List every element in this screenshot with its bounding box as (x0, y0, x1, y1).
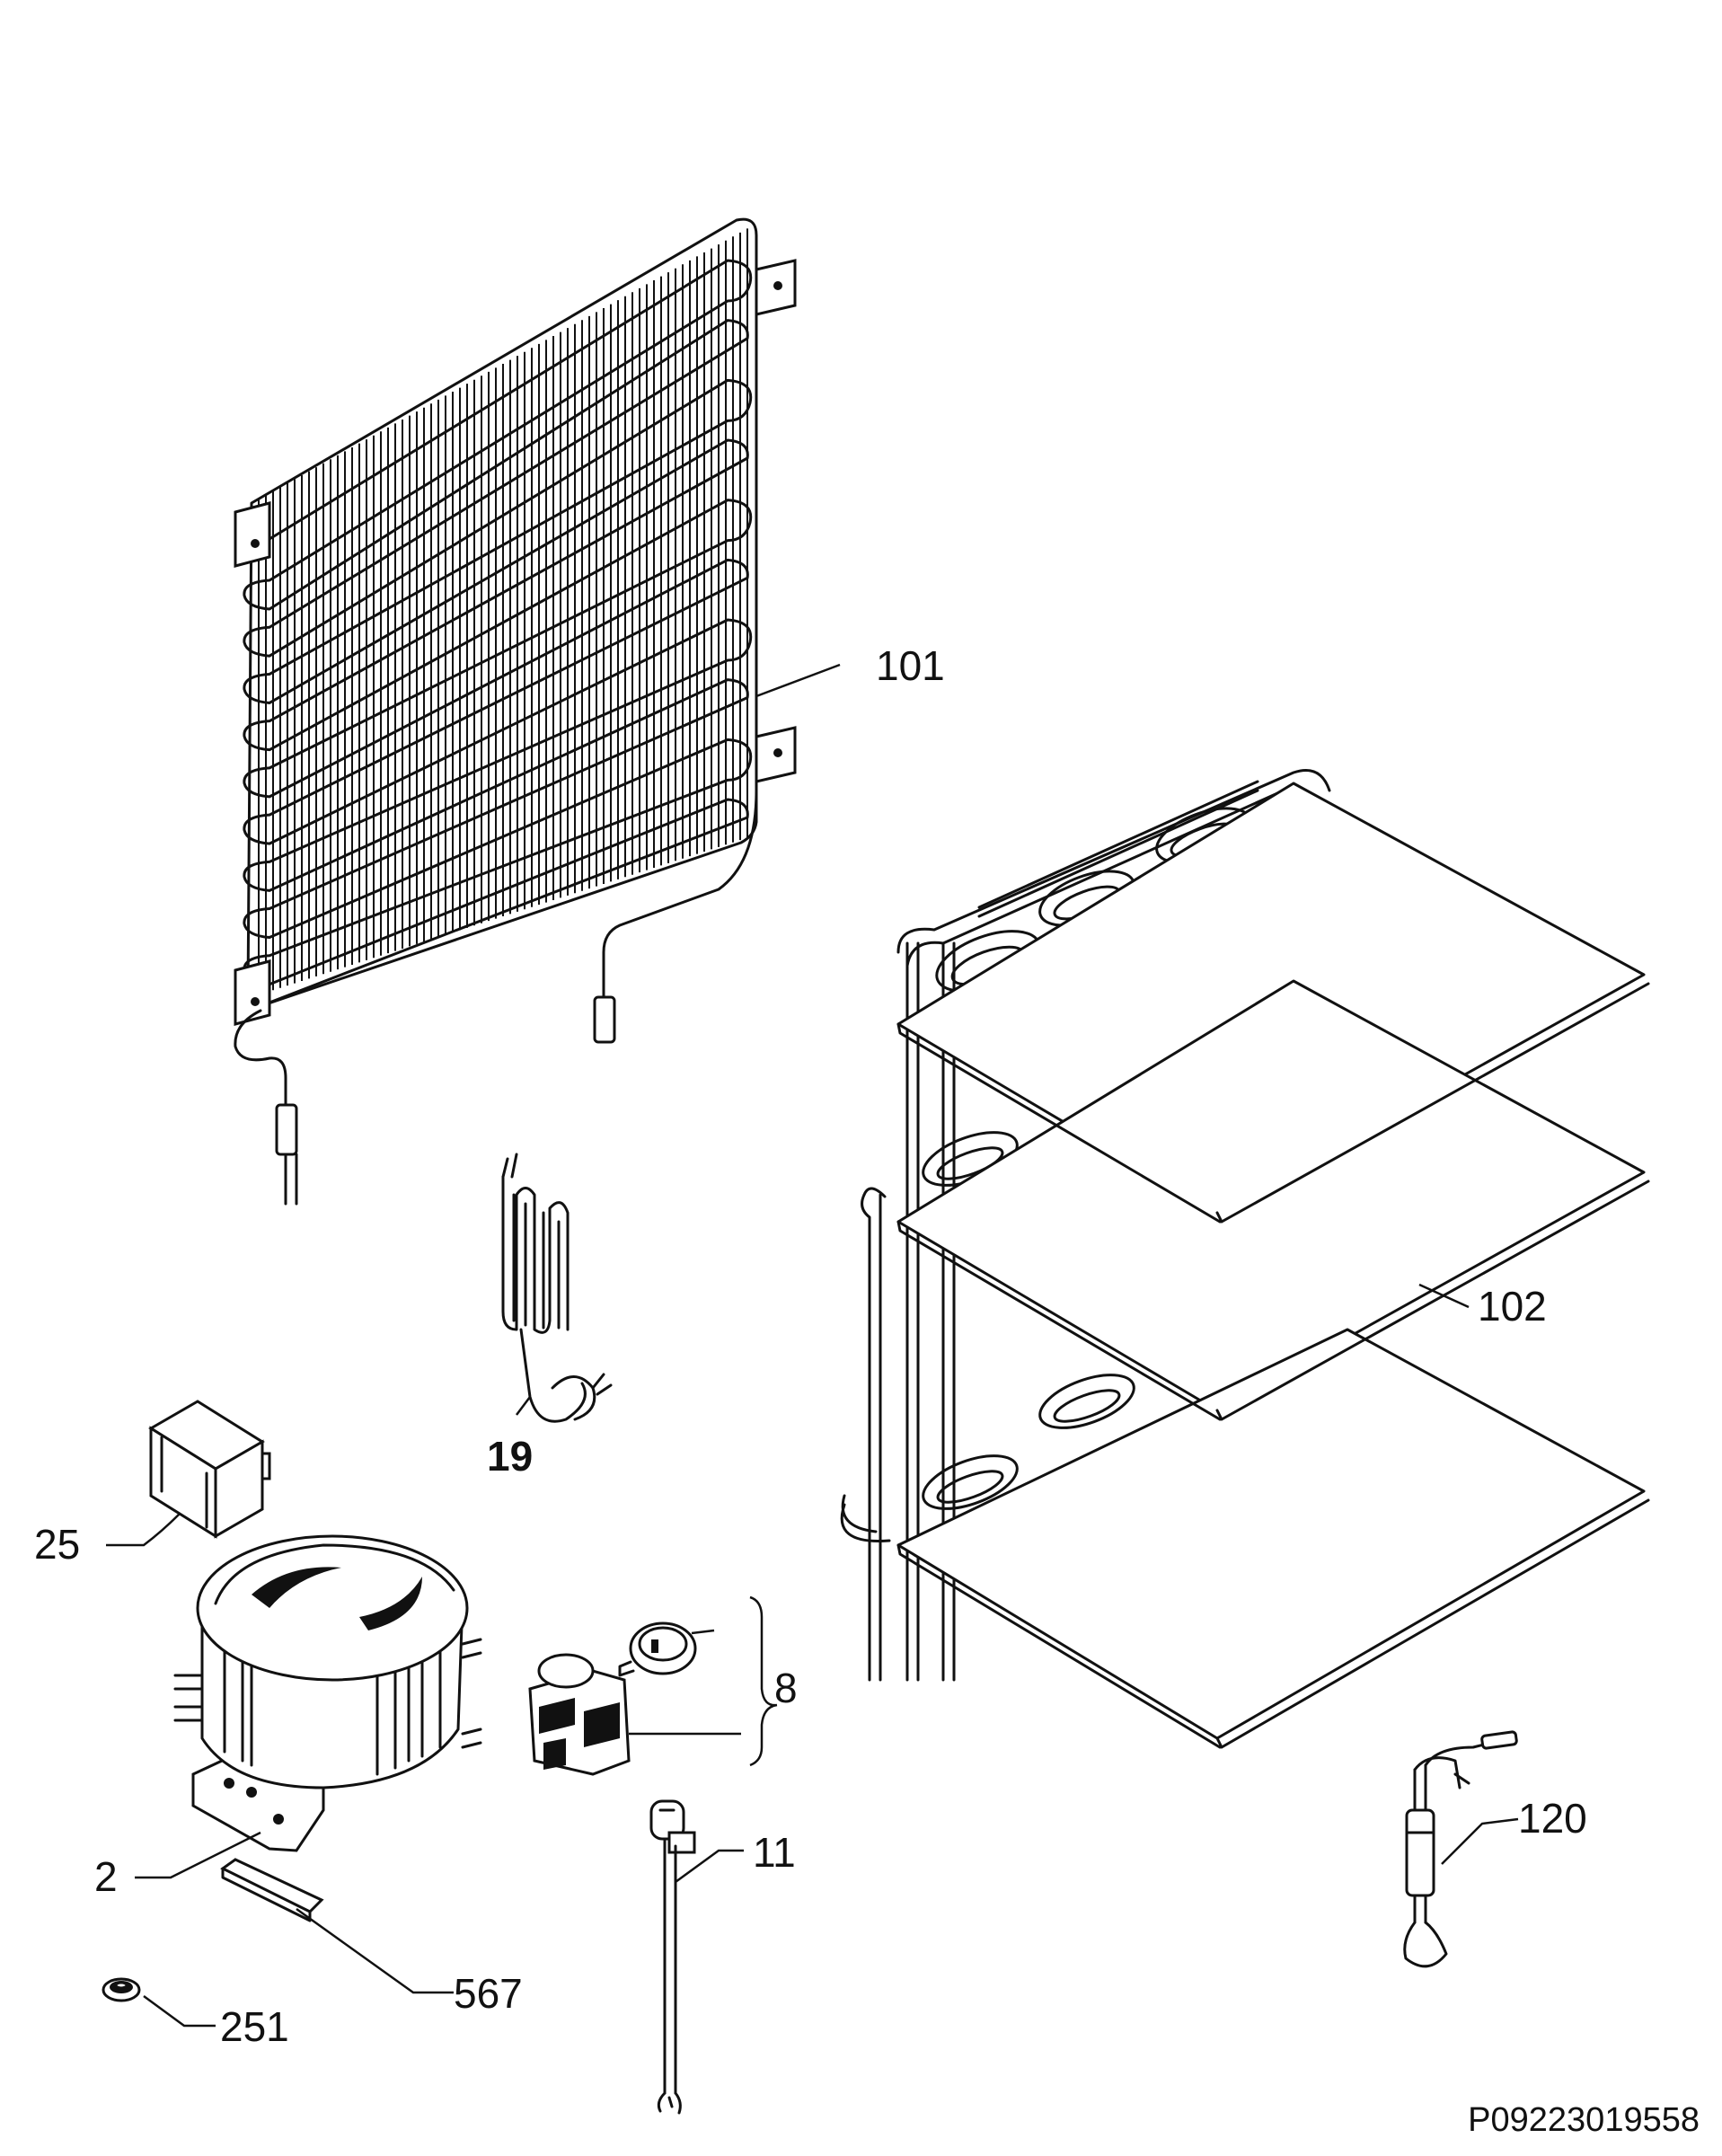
capacitor-25 (148, 1400, 271, 1539)
label-567: 567 (454, 1970, 523, 2017)
label-2: 2 (94, 1853, 118, 1900)
leader-lines (106, 663, 1519, 2028)
label-251: 251 (220, 2003, 289, 2050)
heater-19 (501, 1153, 613, 1423)
grommet-251 (102, 1977, 141, 2002)
document-number: P09223019558 (1468, 2101, 1700, 2139)
label-25: 25 (34, 1521, 80, 1568)
label-19: 19 (487, 1433, 533, 1480)
label-101: 101 (876, 642, 945, 689)
label-120: 120 (1518, 1795, 1587, 1842)
start-relay-8 (528, 1621, 697, 1776)
label-8: 8 (774, 1665, 798, 1711)
label-102: 102 (1478, 1283, 1547, 1330)
sensor-11 (649, 1799, 696, 2115)
bracket-567 (220, 1858, 324, 1922)
label-11: 11 (753, 1829, 796, 1876)
evaporator-102 (840, 769, 1650, 1749)
condenser-101 (234, 217, 797, 1206)
compressor-2 (173, 1534, 482, 1852)
filter-dryer-120 (1403, 1730, 1518, 1968)
